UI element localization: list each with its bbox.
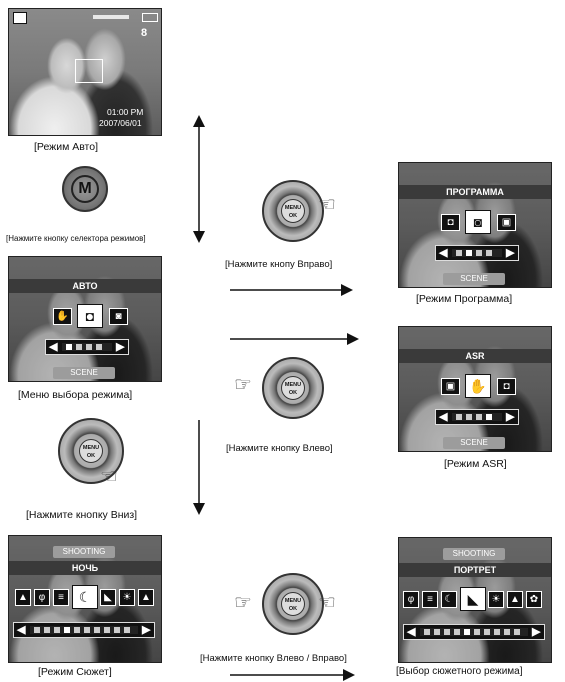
auto-mode-icon[interactable]: ◘: [497, 378, 516, 395]
mode-scroll-bar: ◀ ▶: [45, 339, 129, 355]
scene-title: НОЧЬ: [9, 561, 161, 575]
scene-select-title: ПОРТРЕТ: [399, 563, 551, 577]
camera-mode-icon: [13, 12, 27, 24]
scene-select-caption: [Выбор сюжетного режима]: [396, 666, 523, 677]
scene-tab: SCENE: [443, 437, 505, 449]
scroll-right-icon: ▶: [142, 624, 151, 636]
auto-mode-screen: 8 01:00 PM 2007/06/01: [8, 8, 162, 136]
asr-title: ASR: [399, 349, 551, 363]
landscape-icon[interactable]: ≡: [53, 589, 69, 606]
asr-mode-caption: [Режим ASR]: [444, 458, 507, 470]
program-mode-icon[interactable]: ◙: [109, 308, 128, 325]
asr-scroll-bar: ◀ ▶: [435, 409, 519, 425]
text-icon[interactable]: ◣: [100, 589, 116, 606]
shooting-tab: SHOOTING: [53, 546, 115, 558]
asr-mode-icon[interactable]: ✋: [53, 308, 72, 325]
shots-remaining: 8: [141, 27, 148, 39]
hand-pointer-right-icon: ☜: [318, 592, 336, 614]
scene-select-scroll-bar: ◀ ▶: [403, 624, 545, 640]
time-label: 01:00 PM: [107, 107, 144, 117]
movie-mode-icon[interactable]: ▣: [441, 378, 460, 395]
movie-mode-icon[interactable]: ▣: [497, 214, 516, 231]
dawn-icon[interactable]: ▲: [138, 589, 154, 606]
date-label: 2007/06/01: [99, 118, 142, 128]
scene-scroll-bar: ◀ ▶: [13, 622, 155, 638]
scene-tab: SCENE: [443, 273, 505, 285]
mode-menu-screen: АВТО ✋ ◘ ◙ ◀ ▶ SCENE: [8, 256, 162, 382]
hand-pointer-icon: ☞: [234, 374, 252, 396]
auto-mode-icon[interactable]: ◘: [77, 304, 103, 328]
left-right-button-caption: [Нажмите кнопку Влево / Вправо]: [200, 653, 347, 664]
photo-preview: [9, 9, 161, 135]
scene-tab: SCENE: [53, 367, 115, 379]
mode-menu-title: АВТО: [9, 279, 161, 293]
children-icon[interactable]: φ: [403, 591, 419, 608]
scene-mode-screen: SHOOTING НОЧЬ ▲ φ ≡ ☾ ◣ ☀ ▲ ◀ ▶: [8, 535, 162, 663]
portrait-icon[interactable]: ▲: [15, 589, 31, 606]
dawn-icon[interactable]: ▲: [507, 591, 523, 608]
program-mode-icon[interactable]: ◙: [465, 210, 491, 234]
program-title: ПРОГРАММА: [399, 185, 551, 199]
battery-icon: [142, 13, 158, 22]
hand-pointer-left-icon: ☞: [234, 592, 252, 614]
scroll-left-icon: ◀: [49, 341, 58, 353]
scroll-right-icon: ▶: [116, 341, 125, 353]
hand-pointer-icon: ☜: [100, 466, 118, 488]
program-mode-screen: ПРОГРАММА ◘ ◙ ▣ ◀ ▶ SCENE: [398, 162, 552, 288]
children-icon[interactable]: φ: [34, 589, 50, 606]
asr-mode-icon[interactable]: ✋: [465, 374, 491, 398]
focus-frame: [75, 59, 103, 83]
mode-letter: M: [71, 175, 99, 203]
hand-pointer-icon: ☜: [318, 194, 336, 216]
scene-mode-caption: [Режим Сюжет]: [38, 666, 112, 678]
night-icon[interactable]: ☾: [72, 585, 98, 609]
zoom-bar: [93, 15, 129, 19]
macro-icon[interactable]: ✿: [526, 591, 542, 608]
program-scroll-bar: ◀ ▶: [435, 245, 519, 261]
mode-selector-caption: [Нажмите кнопку селектора режимов]: [6, 234, 146, 243]
text-icon[interactable]: ◣: [460, 587, 486, 611]
scene-select-screen: SHOOTING ПОРТРЕТ φ ≡ ☾ ◣ ☀ ▲ ✿ ◀ ▶: [398, 537, 552, 663]
mode-menu-caption: [Меню выбора режима]: [18, 389, 133, 401]
right-button-caption: [Нажмите кнопу Вправо]: [225, 259, 333, 270]
mode-selector-button[interactable]: M: [62, 166, 108, 212]
auto-mode-caption: [Режим Авто]: [34, 141, 99, 153]
down-button-caption: [Нажмите кнопку Вниз]: [26, 509, 138, 521]
landscape-icon[interactable]: ≡: [422, 591, 438, 608]
sunset-icon[interactable]: ☀: [488, 591, 504, 608]
asr-mode-screen: ASR ▣ ✋ ◘ ◀ ▶ SCENE: [398, 326, 552, 452]
sunset-icon[interactable]: ☀: [119, 589, 135, 606]
left-button-caption: [Нажмите кнопку Влево]: [226, 443, 333, 454]
program-mode-caption: [Режим Программа]: [416, 293, 513, 305]
scroll-left-icon: ◀: [17, 624, 26, 636]
shooting-tab: SHOOTING: [443, 548, 505, 560]
auto-mode-icon[interactable]: ◘: [441, 214, 460, 231]
night-icon[interactable]: ☾: [441, 591, 457, 608]
